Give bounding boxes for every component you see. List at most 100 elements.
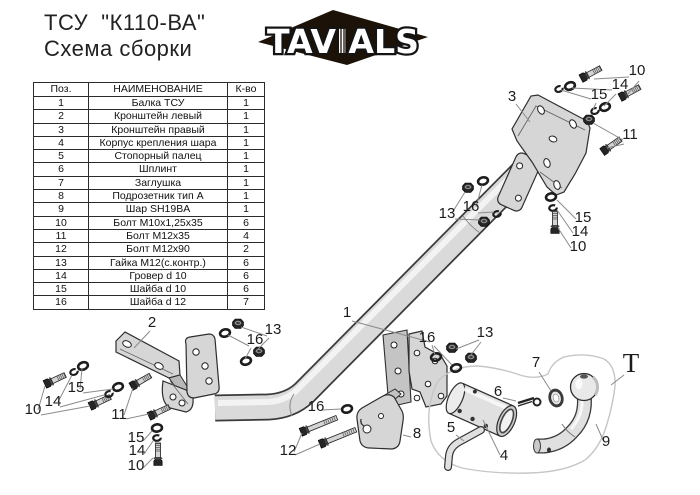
table-cell: Кронштейн левый — [88, 109, 228, 124]
table-cell: 6 — [33, 162, 89, 177]
logo-text: TAVIALS — [267, 22, 419, 61]
table-cell: Шайба d 10 — [88, 282, 228, 297]
callout-6: 6 — [494, 383, 502, 400]
leader-line — [556, 209, 574, 234]
leader-line — [538, 371, 552, 392]
table-cell: 1 — [227, 109, 265, 124]
lockwasher-icon — [547, 203, 559, 213]
callout-3: 3 — [508, 88, 516, 105]
leader-line — [227, 334, 250, 347]
group-label: Т — [623, 348, 640, 378]
leader-line — [143, 440, 154, 455]
leader-line — [293, 432, 303, 453]
table-cell: Стопорный палец — [88, 149, 228, 164]
callout-10: 10 — [570, 238, 587, 255]
washer-icon — [475, 174, 491, 188]
leader-line — [593, 76, 630, 80]
washer-icon — [597, 100, 613, 114]
callout-16: 16 — [463, 198, 480, 215]
leader-line — [240, 326, 268, 337]
part-bracket-right — [511, 94, 591, 196]
table-cell: 4 — [227, 228, 265, 244]
table-cell: Болт М12х90 — [88, 242, 228, 257]
table-cell: Шплинт — [88, 162, 228, 177]
table-cell: Болт М10х1,25х35 — [88, 215, 228, 230]
leader-line — [433, 345, 453, 366]
callout-16: 16 — [308, 398, 325, 415]
callout-4: 4 — [500, 447, 508, 464]
leader-line — [294, 443, 321, 456]
table-cell: 1 — [227, 95, 265, 111]
page-subtitle: Схема сборки — [44, 35, 193, 61]
washer-icon — [544, 191, 558, 203]
nut-icon — [462, 182, 474, 193]
leader-line — [123, 387, 134, 416]
leader-line — [475, 184, 483, 208]
bolt-icon — [152, 442, 164, 466]
table-cell: 12 — [33, 242, 89, 257]
leader-line — [482, 419, 501, 456]
callout-15: 15 — [575, 209, 592, 226]
callout-14: 14 — [572, 223, 589, 240]
bolt-icon — [578, 63, 604, 84]
leader-line — [603, 93, 617, 107]
table-cell: Подрозетник тип А — [88, 189, 228, 204]
leader-line — [125, 413, 150, 420]
table-cell: 6 — [227, 268, 265, 284]
table-cell: 1 — [227, 202, 265, 217]
table-cell: 7 — [227, 295, 265, 310]
washer-icon — [562, 79, 578, 93]
lockwasher-icon — [589, 105, 601, 117]
table-header-cell: Поз. — [33, 82, 89, 97]
nut-icon — [583, 114, 595, 125]
leader-line — [79, 368, 83, 390]
table-cell: Балка ТСУ — [88, 95, 228, 111]
leader-line — [142, 457, 154, 469]
leader-line — [133, 330, 151, 349]
table-cell: 13 — [33, 255, 89, 270]
page-title: ТСУ "К110-ВА" — [44, 10, 206, 35]
callout-10: 10 — [629, 62, 646, 79]
leader-line — [502, 397, 517, 402]
table-cell: Шайба d 12 — [88, 295, 228, 310]
table-cell: 1 — [227, 122, 265, 137]
table-cell: 8 — [33, 189, 89, 204]
lockwasher-icon — [553, 83, 565, 95]
table-cell: 1 — [227, 175, 265, 191]
callout-5: 5 — [447, 419, 455, 436]
table-header-cell: НАИМЕНОВАНИЕ — [88, 82, 228, 97]
lockwasher-icon — [103, 388, 115, 400]
table-cell: 1 — [227, 189, 265, 204]
leader-line — [610, 374, 625, 386]
callout-16: 16 — [247, 331, 264, 348]
logo-stripes — [337, 27, 348, 58]
leader-line — [57, 374, 73, 403]
leader-line — [595, 423, 604, 441]
table-cell: 7 — [33, 175, 89, 191]
washer-icon — [150, 422, 164, 434]
table-cell: 5 — [33, 149, 89, 164]
table-cell: Шар SH19BA — [88, 202, 228, 217]
part-cotter-pin — [517, 396, 542, 407]
washer-icon — [339, 402, 355, 416]
table-cell: 6 — [227, 215, 265, 230]
table-cell: 16 — [33, 295, 89, 310]
leader-line — [515, 103, 531, 123]
leader-line — [606, 143, 625, 149]
table-cell: Гровер d 10 — [88, 268, 228, 284]
washer-icon — [110, 380, 126, 394]
